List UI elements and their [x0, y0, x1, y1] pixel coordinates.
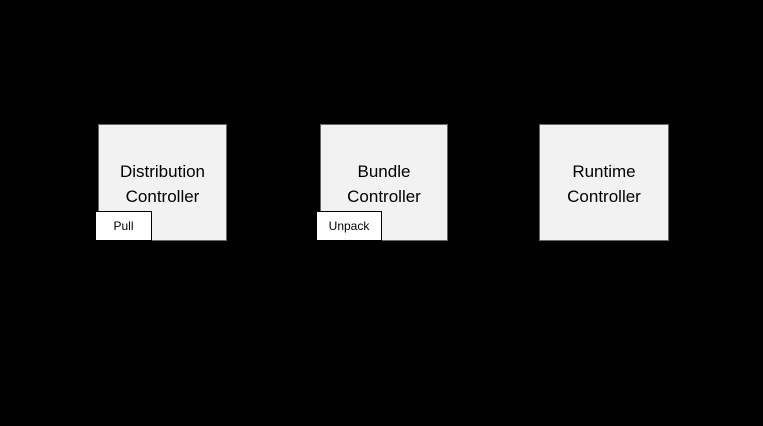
node-runtime-controller-label: Runtime Controller	[567, 161, 641, 206]
node-distribution-controller-label: Distribution Controller	[119, 161, 206, 206]
badge-unpack: Unpack	[316, 211, 382, 241]
node-bundle-controller-label: Bundle Controller	[347, 161, 421, 206]
node-runtime-controller: Runtime Controller	[539, 124, 669, 241]
badge-pull: Pull	[95, 211, 152, 241]
